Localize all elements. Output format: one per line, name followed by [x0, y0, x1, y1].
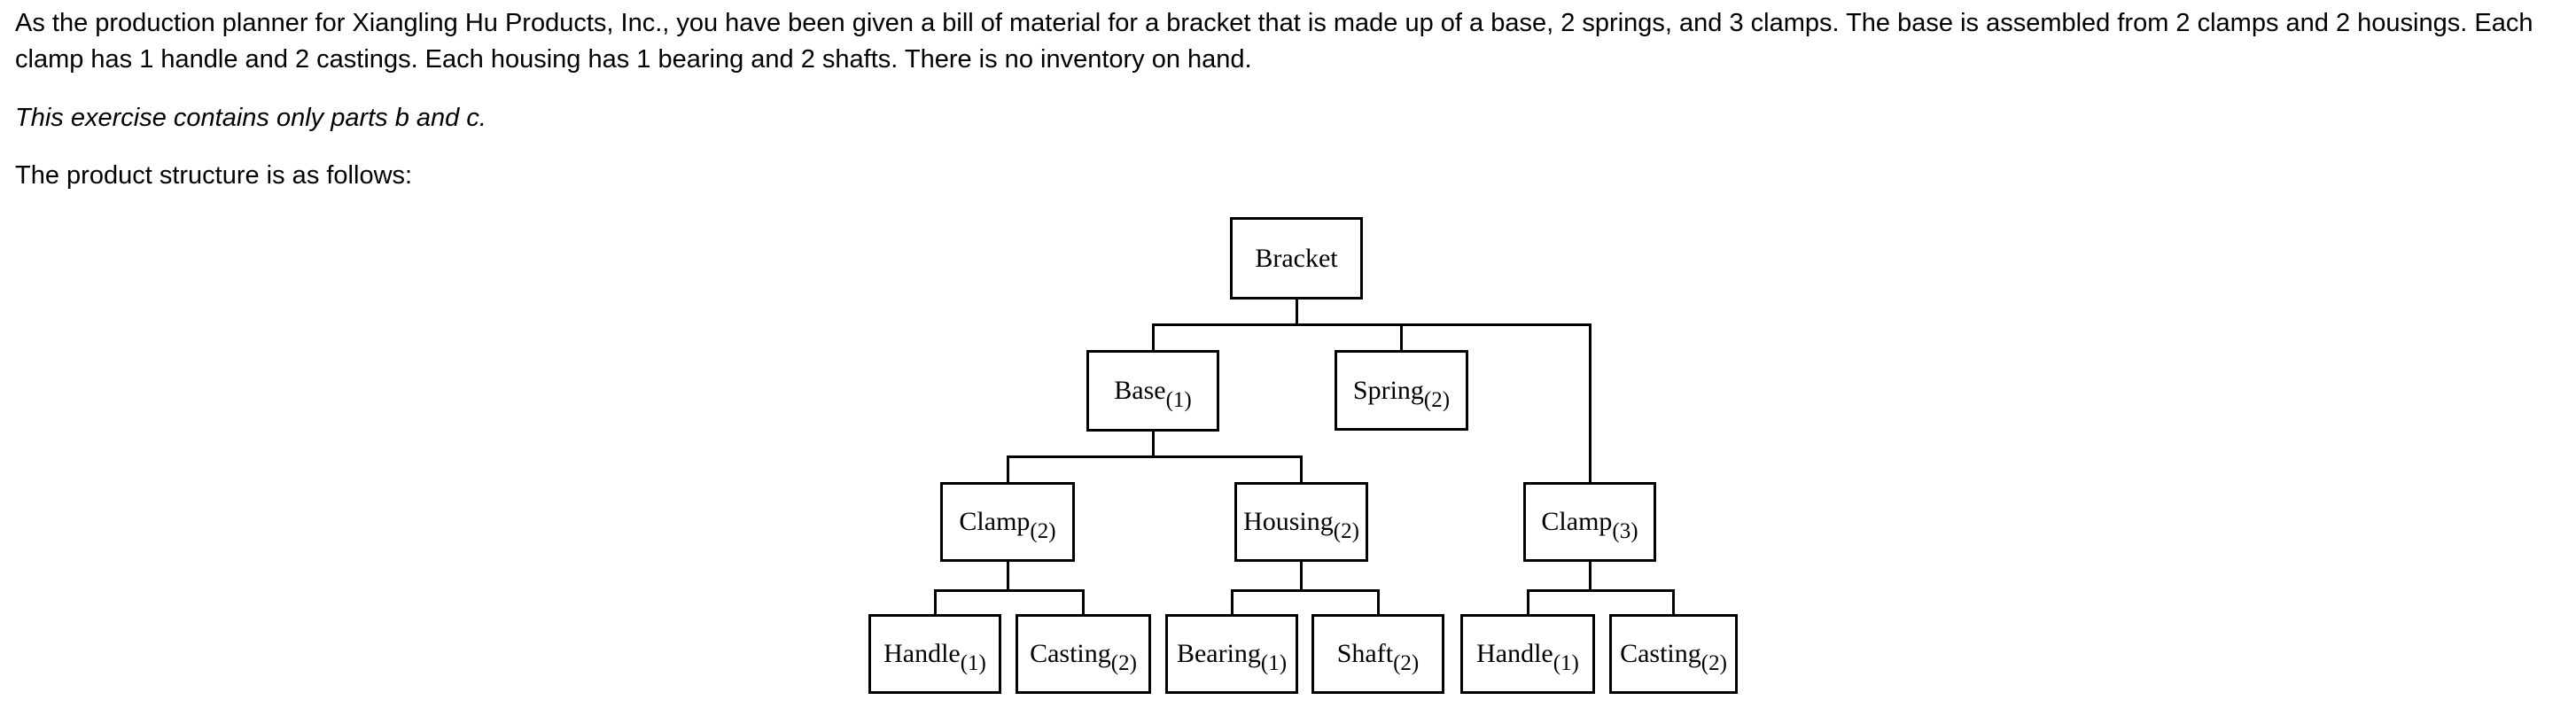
connector-clamp-right-bar — [1527, 589, 1675, 592]
connector-level1-bar — [1152, 323, 1592, 326]
problem-statement: As the production planner for Xiangling … — [15, 5, 2567, 191]
node-base: Base(1) — [1086, 350, 1219, 432]
node-handle-right-qty: (1) — [1553, 651, 1579, 675]
connector-drop-shaft — [1377, 589, 1380, 614]
node-bracket-label: Bracket — [1255, 243, 1338, 273]
connector-drop-housing — [1300, 455, 1303, 482]
node-base-label: Base — [1114, 376, 1166, 405]
node-clamp-right-qty: (3) — [1612, 519, 1638, 543]
connector-drop-casting-right — [1672, 589, 1675, 614]
node-handle-left-qty: (1) — [960, 651, 986, 675]
node-base-qty: (1) — [1165, 388, 1192, 412]
node-casting-right: Casting(2) — [1609, 614, 1738, 694]
node-casting-right-label: Casting — [1620, 639, 1701, 668]
node-casting-left: Casting(2) — [1016, 614, 1151, 694]
connector-drop-handle-right — [1527, 589, 1529, 614]
exercise-note: This exercise contains only parts b and … — [15, 104, 486, 132]
connector-drop-clamp-left — [1007, 455, 1009, 482]
node-handle-right: Handle(1) — [1460, 614, 1595, 694]
connector-drop-casting-left — [1082, 589, 1085, 614]
node-housing: Housing(2) — [1234, 482, 1368, 562]
node-spring-label: Spring — [1352, 375, 1424, 405]
connector-housing-bar — [1231, 589, 1380, 592]
connector-drop-bearing — [1231, 589, 1234, 614]
connector-drop-handle-left — [934, 589, 937, 614]
node-clamp-right-label: Clamp — [1541, 507, 1613, 536]
connector-drop-base — [1152, 323, 1155, 350]
connector-clamp-left-bar — [934, 589, 1085, 592]
node-housing-qty: (2) — [1333, 519, 1359, 543]
node-handle-left: Handle(1) — [868, 614, 1001, 694]
node-bearing-label: Bearing — [1176, 639, 1261, 668]
node-bracket: Bracket — [1230, 217, 1363, 300]
node-shaft-label: Shaft — [1336, 639, 1394, 668]
node-handle-left-label: Handle — [883, 639, 961, 668]
node-casting-left-qty: (2) — [1110, 651, 1137, 675]
node-shaft-qty: (2) — [1393, 651, 1420, 675]
node-handle-right-label: Handle — [1476, 639, 1553, 668]
node-spring-qty: (2) — [1423, 387, 1451, 412]
connector-clamp-right-stem — [1589, 562, 1592, 592]
connector-base-stem — [1152, 432, 1155, 458]
node-bearing: Bearing(1) — [1165, 614, 1298, 694]
node-spring: Spring(2) — [1335, 350, 1468, 431]
node-housing-label: Housing — [1243, 507, 1334, 536]
structure-lead-in: The product structure is as follows: — [15, 161, 413, 190]
connector-clamp-left-stem — [1007, 562, 1009, 592]
connector-housing-stem — [1300, 562, 1303, 592]
node-casting-right-qty: (2) — [1700, 651, 1727, 675]
node-clamp-left-qty: (2) — [1030, 519, 1056, 543]
node-shaft: Shaft(2) — [1311, 614, 1444, 694]
connector-bracket-stem — [1296, 300, 1298, 326]
node-bearing-qty: (1) — [1260, 651, 1288, 675]
connector-level2-bar — [1007, 455, 1303, 458]
connector-drop-spring — [1400, 323, 1403, 350]
problem-paragraph: As the production planner for Xiangling … — [15, 9, 2533, 74]
connector-drop-clamp-right — [1589, 323, 1592, 482]
node-clamp-left: Clamp(2) — [940, 482, 1075, 562]
node-clamp-right: Clamp(3) — [1523, 482, 1656, 562]
node-casting-left-label: Casting — [1030, 639, 1111, 668]
node-clamp-left-label: Clamp — [959, 507, 1031, 536]
